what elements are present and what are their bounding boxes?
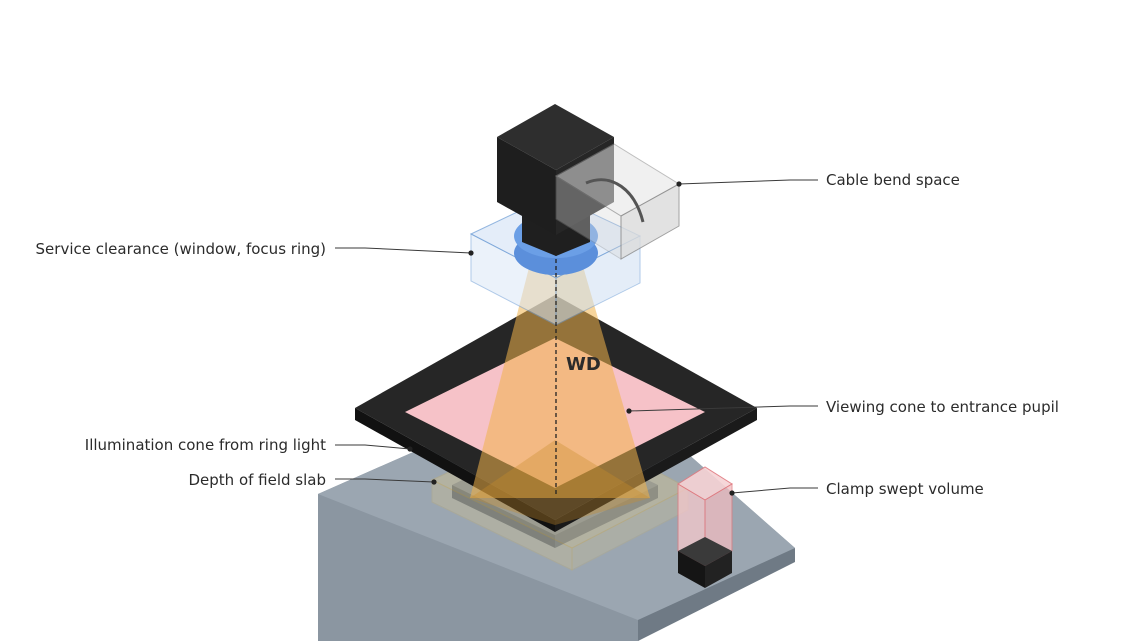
wd-label: WD	[566, 354, 601, 375]
leader-illumination-cone	[335, 444, 413, 452]
clamp-block	[678, 537, 732, 588]
leader-viewing-cone	[626, 405, 818, 414]
label-service-clearance: Service clearance (window, focus ring)	[36, 240, 326, 258]
leader-dof-slab	[335, 478, 437, 485]
illumination-cone	[470, 256, 650, 525]
leader-cable-bend	[676, 179, 818, 187]
label-dof-slab: Depth of field slab	[188, 471, 326, 489]
label-illumination-cone: Illumination cone from ring light	[85, 436, 326, 454]
cable-icon	[585, 178, 645, 223]
leader-service-clearance	[335, 247, 474, 256]
label-clamp-volume: Clamp swept volume	[826, 480, 984, 498]
label-viewing-cone: Viewing cone to entrance pupil	[826, 398, 1059, 416]
cable-bend-box	[555, 143, 680, 260]
leader-clamp-volume	[729, 487, 818, 496]
label-cable-bend-space: Cable bend space	[826, 171, 960, 189]
